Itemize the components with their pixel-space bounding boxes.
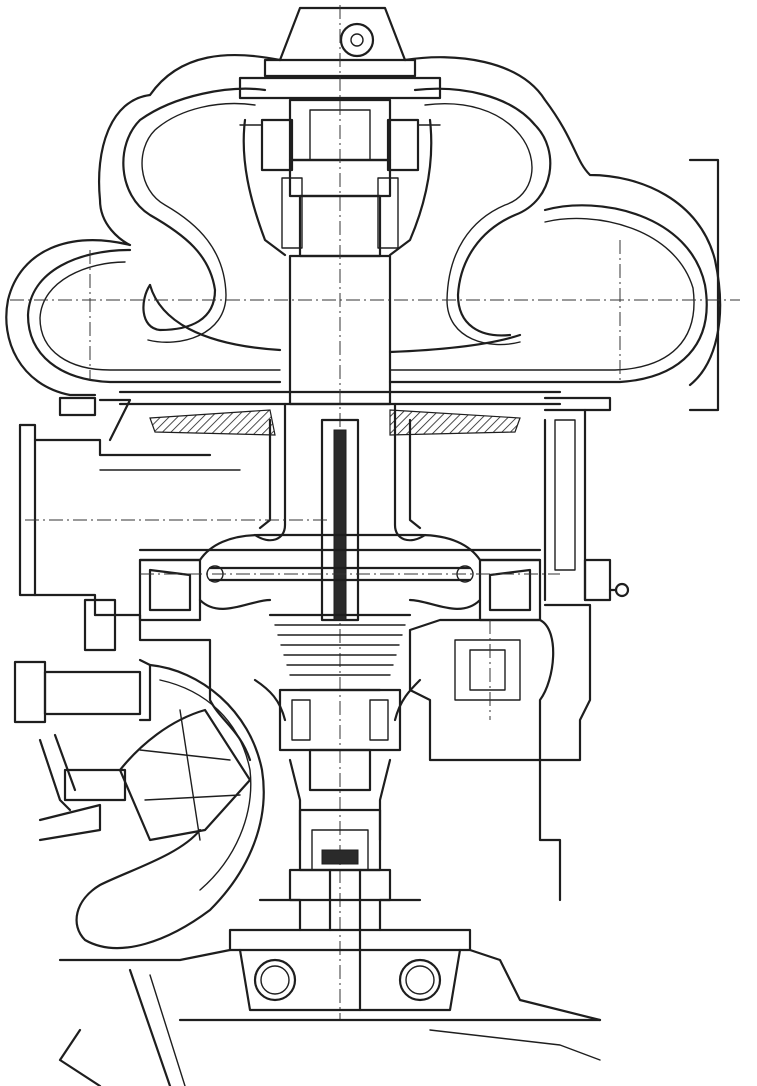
volute-lower-left <box>26 248 282 384</box>
nozzle-ring-seals <box>149 409 521 436</box>
turbine-housing-outline <box>5 53 722 412</box>
left-inlet-pipe <box>18 423 330 617</box>
exhaust-elbow <box>75 663 265 950</box>
right-vertical-pipe <box>543 408 630 602</box>
lower-bearing <box>278 688 402 902</box>
left-flange-piping <box>13 598 152 842</box>
volute-upper-right <box>388 87 552 346</box>
base-foundation <box>58 868 602 1086</box>
main-shaft <box>253 5 427 1020</box>
center-lines <box>10 240 740 720</box>
lower-casing <box>93 603 592 902</box>
volute-upper-left <box>122 87 287 343</box>
turbine-wheel <box>58 254 612 442</box>
compressor-wheel <box>138 533 542 622</box>
volute-lower-right <box>388 204 708 384</box>
